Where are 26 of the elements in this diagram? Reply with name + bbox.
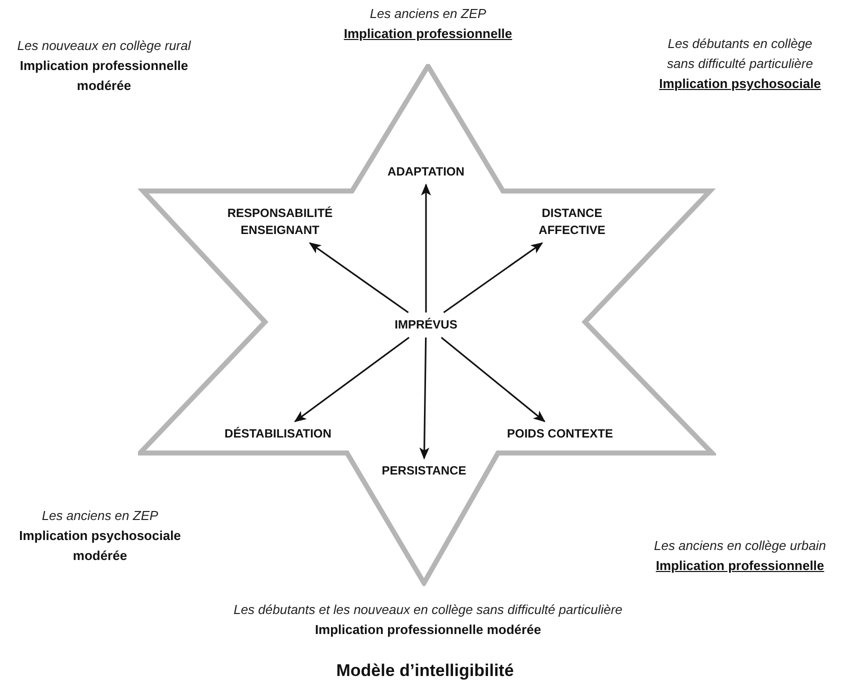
arrow	[294, 336, 410, 422]
group-description: Les débutants et les nouveaux en collège sans difficulté particulière	[234, 601, 622, 619]
group-description: Les anciens en ZEP	[42, 507, 158, 525]
implication-label: Implication professionnelle	[656, 557, 824, 575]
arrow	[419, 337, 430, 460]
concept-label: IMPRÉVUS	[381, 312, 471, 338]
group-description: Les nouveaux en collège rural	[17, 37, 191, 55]
concept-label: RESPONSABILITÉ ENSEIGNANT	[220, 201, 340, 243]
arrow	[443, 242, 544, 314]
diagram-title: Modèle d’intelligibilité	[336, 660, 514, 682]
implication-label: Implication professionnelle modérée	[18, 57, 190, 95]
group-description: Les anciens en collège urbain	[654, 537, 826, 555]
concept-label: PERSISTANCE	[374, 458, 474, 484]
implication-label: Implication psychosociale	[659, 75, 821, 93]
arrow	[421, 184, 431, 312]
concept-label: ADAPTATION	[376, 160, 476, 184]
group-description: Les anciens en ZEP	[370, 5, 486, 23]
group-description: Les débutants en collège sans difficulté particulière	[666, 35, 814, 73]
implication-label: Implication psychosociale modérée	[18, 527, 182, 565]
implication-label: Implication professionnelle modérée	[314, 621, 542, 639]
concept-label: DÉSTABILISATION	[213, 422, 343, 446]
arrow	[308, 242, 409, 314]
concept-label: POIDS CONTEXTE	[495, 422, 625, 446]
arrow	[440, 336, 546, 422]
implication-label: Implication professionnelle	[344, 25, 512, 43]
concept-label: DISTANCE AFFECTIVE	[527, 201, 617, 243]
